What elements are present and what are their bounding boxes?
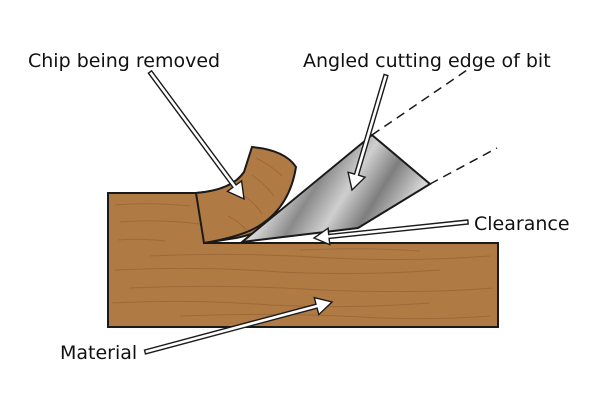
label-edge: Angled cutting edge of bit bbox=[303, 50, 551, 72]
arrow-clearance bbox=[312, 219, 469, 246]
material-grain bbox=[111, 203, 493, 320]
bit-extension-line-lower bbox=[429, 147, 498, 185]
label-clearance: Clearance bbox=[474, 213, 570, 235]
label-chip: Chip being removed bbox=[28, 50, 220, 72]
arrow-shape bbox=[147, 69, 245, 201]
arrow-edge bbox=[347, 73, 389, 192]
bit-extension-line-upper bbox=[371, 67, 471, 136]
arrow-shape bbox=[312, 219, 469, 246]
arrow-shape bbox=[347, 73, 389, 192]
wood-chip bbox=[194, 145, 298, 245]
label-material: Material bbox=[60, 342, 137, 364]
arrow-chip bbox=[147, 69, 245, 201]
chip-grain bbox=[227, 157, 283, 231]
arrow-material bbox=[143, 296, 334, 355]
arrow-shape bbox=[143, 296, 334, 355]
